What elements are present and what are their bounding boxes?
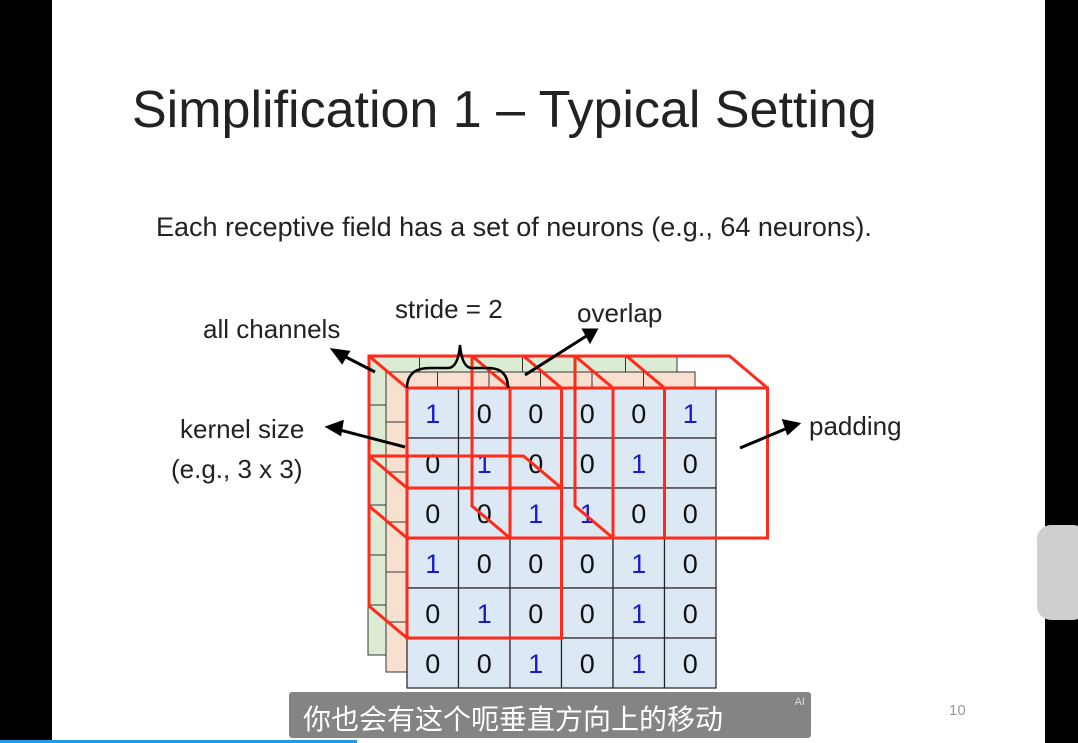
cell-value: 0 — [683, 599, 698, 629]
cell-value: 1 — [528, 499, 543, 529]
grid-cell — [663, 537, 717, 589]
cell-value: 1 — [631, 549, 646, 579]
cell-value: 1 — [631, 599, 646, 629]
arrow-overlap — [524, 333, 589, 377]
grid-cell — [560, 437, 614, 489]
grid-cell — [663, 487, 717, 539]
cell-value: 1 — [580, 499, 595, 529]
ai-badge: AI — [794, 696, 805, 708]
cell-value: 0 — [528, 399, 543, 429]
grid-cell — [509, 587, 563, 639]
grid-cell — [457, 387, 511, 439]
slide-title: Simplification 1 – Typical Setting — [132, 81, 877, 139]
tv-mascot-icon[interactable] — [1037, 525, 1078, 620]
label-all-channels: all channels — [203, 314, 341, 344]
cell-value: 0 — [425, 499, 440, 529]
cell-value: 0 — [477, 499, 492, 529]
arrow-kernel-size — [335, 427, 406, 449]
grid-cell — [406, 587, 460, 639]
cell-value: 1 — [425, 399, 440, 429]
grid-cell — [457, 587, 511, 639]
cell-value: 0 — [580, 399, 595, 429]
video-caption: 你也会有这个呃垂直方向上的移动 AI — [289, 692, 811, 738]
cell-value: 0 — [683, 649, 698, 679]
grid-cell — [663, 437, 717, 489]
receptive-field-box — [470, 354, 666, 540]
cell-value: 0 — [631, 399, 646, 429]
cell-value: 0 — [477, 549, 492, 579]
cell-value: 1 — [477, 599, 492, 629]
grid-cell — [406, 537, 460, 589]
cell-value: 0 — [683, 549, 698, 579]
receptive-field-box — [573, 354, 769, 540]
cell-value: 0 — [425, 449, 440, 479]
cell-value: 1 — [683, 399, 698, 429]
grid-cell — [663, 637, 717, 689]
cell-value: 1 — [631, 449, 646, 479]
grid-cell — [509, 537, 563, 589]
cell-value: 1 — [477, 449, 492, 479]
caption-text: 你也会有这个呃垂直方向上的移动 — [303, 703, 724, 736]
page-number: 10 — [949, 702, 966, 719]
cell-value: 1 — [425, 549, 440, 579]
arrowhead — [329, 348, 351, 365]
cell-value: 1 — [528, 649, 543, 679]
cell-value: 0 — [580, 649, 595, 679]
cell-value: 0 — [425, 649, 440, 679]
cell-value: 0 — [683, 449, 698, 479]
label-kernel-size: kernel size — [180, 414, 305, 444]
cell-value: 0 — [580, 599, 595, 629]
label-padding: padding — [809, 411, 902, 441]
arrowhead — [581, 328, 599, 345]
cell-value: 0 — [477, 399, 492, 429]
arrowhead — [781, 418, 802, 436]
cell-value: 0 — [425, 599, 440, 629]
label-stride: stride = 2 — [395, 294, 503, 324]
cell-value: 0 — [528, 549, 543, 579]
grid-cell — [612, 437, 666, 489]
cell-value: 0 — [477, 649, 492, 679]
cell-value: 0 — [580, 449, 595, 479]
cell-value: 0 — [528, 599, 543, 629]
grid-cell — [457, 537, 511, 589]
video-progress-bar[interactable] — [0, 740, 357, 743]
grid-cell — [509, 637, 563, 689]
arrow-padding — [739, 425, 791, 450]
arrowhead — [324, 419, 344, 437]
stride-brace — [405, 344, 510, 389]
grid-cell — [612, 587, 666, 639]
cell-value: 0 — [683, 499, 698, 529]
cell-value: 1 — [631, 649, 646, 679]
label-overlap: overlap — [577, 298, 663, 328]
grid-cell — [457, 437, 511, 489]
grid-cell — [612, 637, 666, 689]
cell-value: 0 — [528, 449, 543, 479]
cell-value: 0 — [580, 549, 595, 579]
receptive-field-box — [367, 454, 563, 640]
slide-subtitle: Each receptive field has a set of neuron… — [156, 212, 872, 242]
grid-cell — [406, 387, 460, 439]
cell-value: 0 — [631, 499, 646, 529]
label-kernel-example: (e.g., 3 x 3) — [171, 454, 303, 484]
